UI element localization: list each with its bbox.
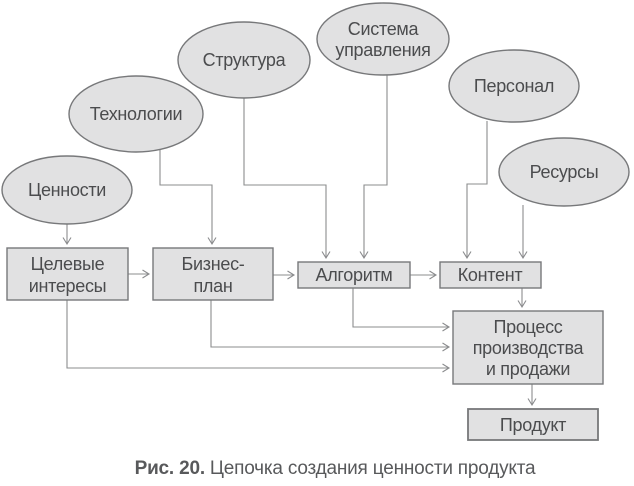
production-process-label-line3: и продажи <box>486 359 570 379</box>
node-algorithm: Алгоритм <box>297 261 411 289</box>
structure-ellipse <box>177 21 311 99</box>
node-resources: Ресурсы <box>498 137 630 207</box>
node-values: Ценности <box>1 155 133 225</box>
figure-caption-number: Рис. 20. <box>134 458 205 479</box>
algorithm-box <box>297 261 411 289</box>
business-plan-label-line1: Бизнес- <box>182 254 245 274</box>
algorithm-label: Алгоритм <box>316 265 393 285</box>
node-structure: Структура <box>177 21 311 99</box>
values-ellipse <box>1 155 133 225</box>
edge-management-system-to-algorithm <box>359 75 388 260</box>
figure-caption: Рис. 20.Цепочка создания ценности продук… <box>0 458 634 480</box>
target-interests-label-line2: интересы <box>29 276 107 296</box>
node-management-system: Система управления <box>316 2 450 76</box>
edge-structure-to-algorithm <box>243 98 331 260</box>
production-process-box <box>452 310 604 385</box>
edge-algorithm-to-production-process <box>352 288 451 332</box>
production-process-label-line1: Процесс <box>494 317 563 337</box>
structure-label: Структура <box>203 50 287 70</box>
product-label: Продукт <box>500 415 566 435</box>
content-box <box>439 261 542 289</box>
business-plan-label-line2: план <box>193 276 232 296</box>
node-personnel: Персонал <box>448 49 580 123</box>
node-business-plan: Бизнес- план <box>152 247 274 301</box>
resources-ellipse <box>498 137 630 207</box>
edge-personnel-to-content <box>462 121 488 260</box>
personnel-ellipse <box>448 49 580 123</box>
business-plan-box <box>152 247 274 301</box>
product-box <box>467 408 599 441</box>
resources-label: Ресурсы <box>530 162 599 182</box>
edge-technologies-to-business-plan <box>159 150 217 246</box>
edge-target-interests-to-production-process <box>66 300 451 373</box>
content-label: Контент <box>458 265 523 285</box>
figure-caption-text: Цепочка создания ценности продукта <box>209 458 536 479</box>
edges-layer <box>62 75 537 407</box>
management-system-ellipse <box>316 2 450 76</box>
edge-business-plan-to-production-process <box>210 300 451 352</box>
target-interests-box <box>6 247 129 301</box>
node-production-process: Процесс производства и продажи <box>452 310 604 385</box>
management-system-label-line1: Система <box>348 19 420 39</box>
management-system-label-line2: управления <box>335 40 430 60</box>
node-product: Продукт <box>467 408 599 441</box>
technologies-label: Технологии <box>90 104 183 124</box>
technologies-ellipse <box>68 75 204 153</box>
node-target-interests: Целевые интересы <box>6 247 129 301</box>
values-label: Ценности <box>28 180 106 200</box>
production-process-label-line2: производства <box>473 338 585 358</box>
personnel-label: Персонал <box>474 76 554 96</box>
target-interests-label-line1: Целевые <box>31 254 105 274</box>
node-technologies: Технологии <box>68 75 204 153</box>
node-content: Контент <box>439 261 542 289</box>
